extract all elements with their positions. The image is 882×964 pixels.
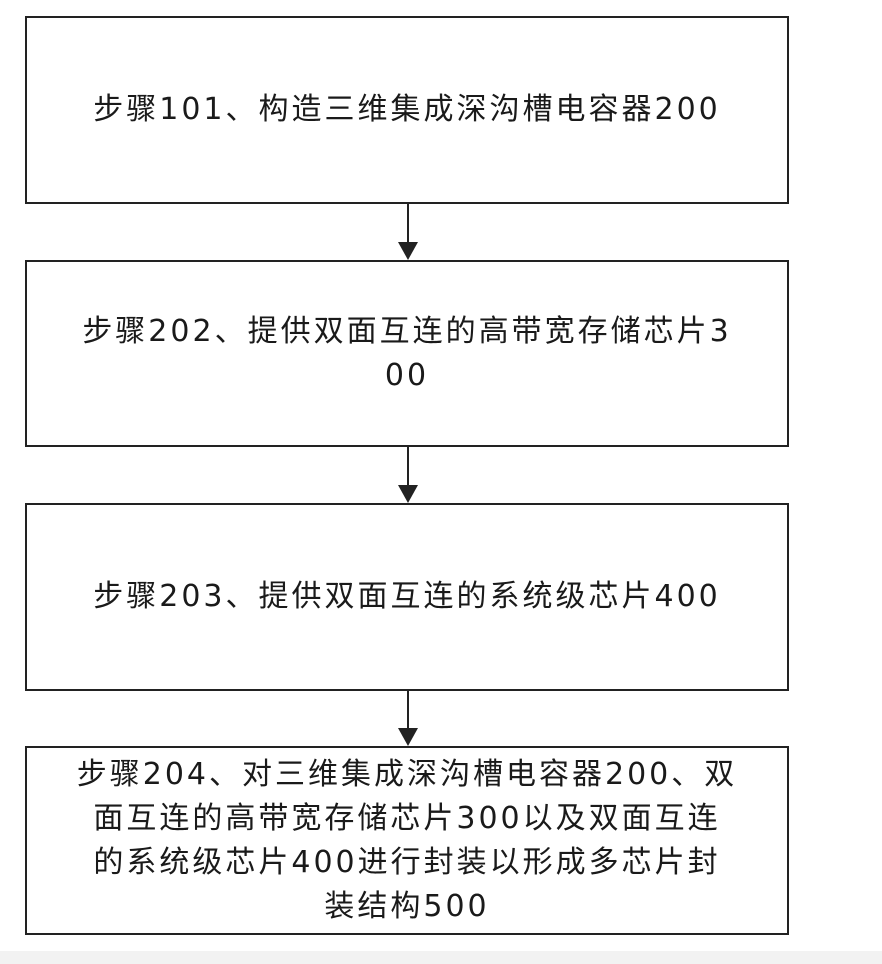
flow-arrow-3 — [398, 691, 418, 746]
step-box-204: 步骤204、对三维集成深沟槽电容器200、双面互连的高带宽存储芯片300以及双面… — [25, 746, 789, 935]
arrow-down-icon — [398, 485, 418, 503]
flow-arrow-2 — [398, 447, 418, 503]
bottom-strip — [0, 951, 882, 964]
arrow-shaft — [407, 204, 409, 244]
step-box-203: 步骤203、提供双面互连的系统级芯片400 — [25, 503, 789, 691]
arrow-shaft — [407, 691, 409, 730]
step-text-101: 步骤101、构造三维集成深沟槽电容器200 — [93, 92, 721, 127]
step-text-204: 步骤204、对三维集成深沟槽电容器200、双面互连的高带宽存储芯片300以及双面… — [76, 756, 738, 924]
step-text-203: 步骤203、提供双面互连的系统级芯片400 — [93, 579, 721, 614]
arrow-shaft — [407, 447, 409, 487]
step-box-101: 步骤101、构造三维集成深沟槽电容器200 — [25, 16, 789, 204]
arrow-down-icon — [398, 242, 418, 260]
arrow-down-icon — [398, 728, 418, 746]
flow-arrow-1 — [398, 204, 418, 260]
